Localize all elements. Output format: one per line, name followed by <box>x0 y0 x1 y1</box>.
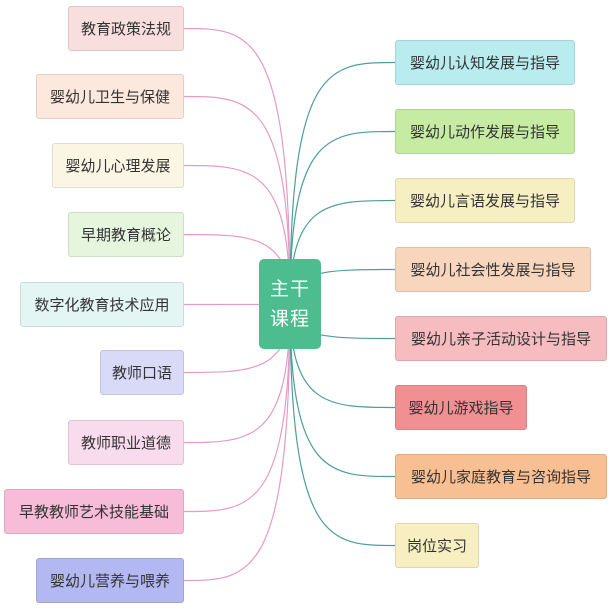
left-node: 教师职业道德 <box>68 420 184 465</box>
left-node: 数字化教育技术应用 <box>20 282 184 327</box>
left-node: 教育政策法规 <box>68 6 184 51</box>
connector-line <box>289 303 396 547</box>
right-node-label: 婴幼儿游戏指导 <box>408 399 514 417</box>
left-node: 早期教育概论 <box>68 212 184 257</box>
connector-line <box>183 164 291 305</box>
left-node-label: 早教教师艺术技能基础 <box>18 503 169 521</box>
left-node-label: 数字化教育技术应用 <box>34 296 170 314</box>
connector-line <box>289 61 396 305</box>
right-node: 婴幼儿游戏指导 <box>395 385 527 430</box>
connector-line <box>183 27 291 305</box>
connector-line <box>183 303 291 444</box>
right-node-label: 婴幼儿亲子活动设计与指导 <box>410 330 591 348</box>
left-node: 婴幼儿卫生与保健 <box>36 74 184 119</box>
right-node: 婴幼儿动作发展与指导 <box>395 109 575 154</box>
left-node: 早教教师艺术技能基础 <box>4 489 184 534</box>
right-node-label: 婴幼儿言语发展与指导 <box>409 192 560 210</box>
left-node: 婴幼儿营养与喂养 <box>36 558 184 603</box>
right-node: 婴幼儿言语发展与指导 <box>395 178 575 223</box>
right-node-label: 岗位实习 <box>406 537 467 555</box>
central-node-line2: 课程 <box>269 308 310 330</box>
right-node: 岗位实习 <box>395 523 479 568</box>
connector-line <box>183 303 291 582</box>
right-node-label: 婴幼儿认知发展与指导 <box>409 54 560 72</box>
left-node-label: 教育政策法规 <box>80 20 171 38</box>
central-node: 主干 课程 <box>259 259 321 349</box>
right-node-label: 婴幼儿动作发展与指导 <box>409 123 560 141</box>
left-node-label: 婴幼儿心理发展 <box>65 157 171 175</box>
left-node: 教师口语 <box>100 350 184 395</box>
left-node-label: 教师职业道德 <box>80 434 171 452</box>
right-node-label: 婴幼儿家庭教育与咨询指导 <box>410 468 591 486</box>
connector-line <box>183 95 291 305</box>
left-node-label: 教师口语 <box>111 364 172 382</box>
right-node: 婴幼儿认知发展与指导 <box>395 40 575 85</box>
right-node-label: 婴幼儿社会性发展与指导 <box>410 261 576 279</box>
left-node-label: 婴幼儿营养与喂养 <box>49 572 170 590</box>
left-node: 婴幼儿心理发展 <box>52 143 184 188</box>
right-node: 婴幼儿家庭教育与咨询指导 <box>395 454 607 499</box>
left-node-label: 早期教育概论 <box>80 226 171 244</box>
connector-line <box>183 303 291 513</box>
right-node: 婴幼儿亲子活动设计与指导 <box>395 316 607 361</box>
connector-line <box>289 303 396 478</box>
central-node-line1: 主干 <box>269 278 310 300</box>
right-node: 婴幼儿社会性发展与指导 <box>395 247 591 292</box>
left-node-label: 婴幼儿卫生与保健 <box>49 88 170 106</box>
connector-line <box>289 130 396 305</box>
